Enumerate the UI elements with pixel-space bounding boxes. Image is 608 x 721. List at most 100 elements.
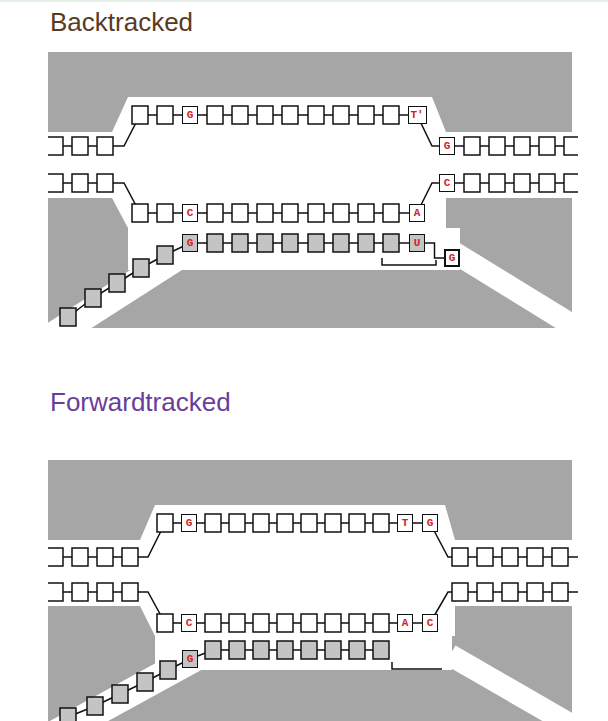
nucleotide-box [229,514,245,532]
nucleotide-box: G [182,650,198,668]
base-letter: G [444,141,451,152]
base-letter: T [402,518,409,529]
nucleotide-box [539,137,555,155]
nucleotide-box [257,106,273,124]
nucleotide-box [358,234,374,252]
nucleotide-box [253,514,269,532]
transcription-bubble [48,505,572,636]
nucleotide-box [527,583,543,601]
nucleotide-box [358,106,374,124]
base-letter: G [427,518,434,529]
nucleotide-box [282,234,298,252]
nucleotide-box [301,514,317,532]
nucleotide-box [257,204,273,222]
nucleotide-box [97,174,113,192]
nucleotide-box [157,246,173,264]
nucleotide-box [301,641,317,659]
transcription-bubble [48,97,572,228]
panel-title: Forwardtracked [50,388,231,417]
nucleotide-box [205,614,221,632]
nucleotide-box: G [182,234,198,252]
nucleotide-box [133,259,149,277]
nucleotide-box [552,583,568,601]
base-letter: G [449,253,456,264]
nucleotide-box [564,174,578,192]
nucleotide-box: T' [408,106,427,124]
nucleotide-box [333,106,349,124]
nucleotide-box [552,548,568,566]
header-rule [0,0,608,2]
nucleotide-box [325,641,341,659]
nucleotide-box [72,137,88,155]
nucleotide-box [277,641,293,659]
nucleotide-box [477,583,493,601]
nucleotide-box [229,641,245,659]
channel-group [48,97,578,328]
nucleotide-box [207,106,223,124]
nucleotide-box: C [181,614,197,632]
nucleotide-box [502,583,518,601]
nucleotide-box [122,548,138,566]
nucleotide-box [349,514,365,532]
nucleotide-box [333,204,349,222]
nucleotide-box [308,106,324,124]
nucleotide-box [489,137,505,155]
nucleotide-box [325,514,341,532]
nucleotide-box [137,673,153,691]
nucleotide-box [301,614,317,632]
nucleotide-box: A [409,204,425,222]
nucleotide-box: C [439,174,455,192]
nucleotide-box [373,514,389,532]
nucleotide-box [514,174,530,192]
bracket [382,258,436,265]
nucleotide-box [325,614,341,632]
nucleotide-box [109,274,125,292]
nucleotide-box: T [397,514,413,532]
nucleotide-box [122,583,138,601]
base-letter: A [414,208,421,219]
secondary-channel [450,655,578,721]
base-letter: C [427,618,434,629]
nucleotide-box [308,234,324,252]
base-letter: G [187,238,194,249]
backbone-line [68,650,381,717]
nucleotide-box [253,641,269,659]
nucleotide-box: G [439,137,455,155]
nucleotide-box [97,137,113,155]
nucleotide-box: G [444,249,460,267]
nucleotide-box [308,204,324,222]
nucleotide-box [87,697,103,715]
nucleotide-box [48,583,63,601]
nucleotide-box [72,548,88,566]
nucleotide-box [282,204,298,222]
base-letter: A [402,618,409,629]
nucleotide-box [358,204,374,222]
nucleotide-box [60,708,76,721]
base-letter: C [186,618,193,629]
nucleotide-box [333,234,349,252]
base-letter: U [414,238,421,249]
nucleotide-box [383,204,399,222]
bracket [392,662,442,669]
nucleotide-box [502,548,518,566]
nucleotide-box: C [182,204,198,222]
nucleotide-box [489,174,505,192]
nucleotide-box [232,106,248,124]
nucleotide-box [132,204,148,222]
nucleotide-box [232,204,248,222]
nucleotide-box [132,106,148,124]
base-letter: C [187,208,194,219]
rna-exit-channel [50,245,195,328]
nucleotide-box [160,661,176,679]
nucleotide-box [452,548,468,566]
backbone-connector [413,522,422,524]
nucleotide-box [72,174,88,192]
nucleotide-box [60,308,76,326]
nucleotide-box [514,137,530,155]
nucleotide-box [48,174,63,192]
nucleotide-box [373,614,389,632]
nucleotide-box: U [409,234,425,252]
nucleotide-box [207,204,223,222]
nucleotide-box [349,641,365,659]
